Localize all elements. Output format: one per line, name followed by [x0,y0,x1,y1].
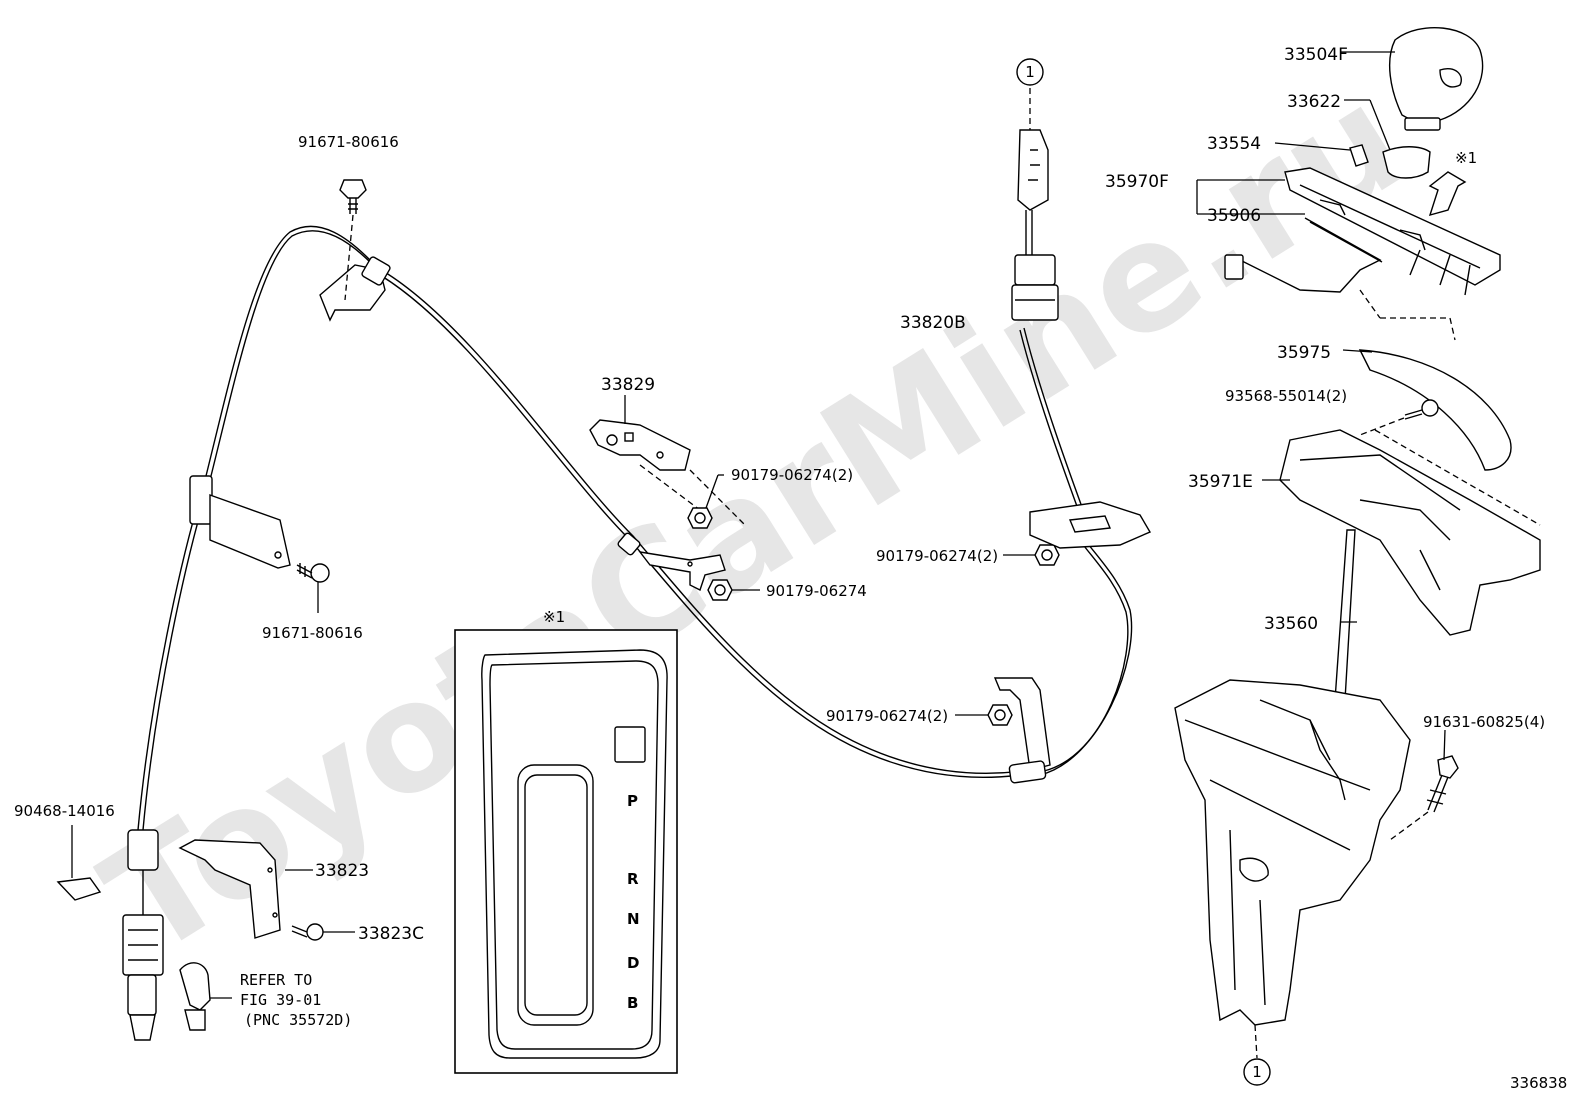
label-33560: 33560 [1264,614,1318,634]
bracket-33829 [589,395,746,526]
label-90179-a: 90179-06274(2) [731,466,853,484]
gear-b: B [627,994,638,1012]
label-35970F: 35970F [1105,172,1169,192]
callout-circle-top: 1 [1016,58,1044,86]
gear-n: N [627,910,640,928]
label-35975: 35975 [1277,343,1331,363]
shift-lever-assembly [1174,679,1411,1059]
gear-r: R [627,870,639,888]
nut-90179-b [707,579,760,601]
label-90468: 90468-14016 [14,802,115,820]
grommet-plate [1029,501,1152,549]
label-91631: 91631-60825(4) [1423,713,1545,731]
screw-93568 [1359,399,1439,436]
top-bracket [319,256,391,322]
label-91671-top: 91671-80616 [298,133,399,151]
svg-text:1: 1 [1252,1063,1262,1081]
label-33829: 33829 [601,375,655,395]
nut-90179-a [687,474,724,529]
shaft-33560 [1334,529,1357,701]
cable-bracket-mid [617,532,726,591]
boot-33622 [1344,99,1431,179]
part-labels: 33504F 33622 33554 35970F 35906 33820B 3… [14,45,1567,1092]
label-93568: 93568-55014(2) [1225,387,1347,405]
label-90179-d: 90179-06274(2) [826,707,948,725]
view-arrow: ※1 [1428,149,1477,217]
clip-90468 [56,825,102,901]
inset-shift-panel: ※1 P R N D B [454,608,678,1074]
label-35906: 35906 [1207,206,1261,226]
bolt-33823C [291,923,355,941]
housing-35971E [1262,429,1541,636]
callout-circle-bottom: 1 [1243,1058,1271,1086]
shift-cable [137,225,1133,831]
inset-title: ※1 [543,608,565,626]
gear-p: P [627,792,638,810]
label-33823C: 33823C [358,924,424,944]
svg-text:1: 1 [1025,63,1035,81]
nut-90179-d [955,704,1013,726]
connector-refer [179,962,232,1031]
label-91671-mid: 91671-80616 [262,624,363,642]
harness-35906 [1197,213,1456,341]
refer-line3: (PNC 35572D) [244,1011,352,1029]
label-33504F: 33504F [1284,45,1348,65]
label-90179-c: 90179-06274(2) [876,547,998,565]
gear-d: D [627,954,639,972]
cable-end-33820B [1011,88,1059,321]
label-35971E: 35971E [1188,472,1253,492]
refer-line1: REFER TO [240,971,312,989]
refer-line2: FIG 39-01 [240,991,321,1009]
label-33823: 33823 [315,861,369,881]
bracket-33823 [178,839,313,939]
cable-end-left [122,829,164,1041]
label-90179-b: 90179-06274 [766,582,867,600]
cable-bracket-right [993,677,1051,784]
label-33554: 33554 [1207,134,1261,154]
label-33622: 33622 [1287,92,1341,112]
label-33820B: 33820B [900,313,966,333]
shift-knob [1341,27,1484,131]
nut-90179-c [1003,544,1060,566]
bolt-91671-top [339,179,367,301]
indicator-35970F [1196,167,1501,296]
figure-number: 336838 [1510,1074,1567,1092]
cable-clamp [189,475,291,569]
clip-33554 [1274,142,1369,167]
bolt-91671-mid [296,563,330,613]
bolt-91631 [1389,729,1459,841]
svg-text:※1: ※1 [1455,149,1477,167]
